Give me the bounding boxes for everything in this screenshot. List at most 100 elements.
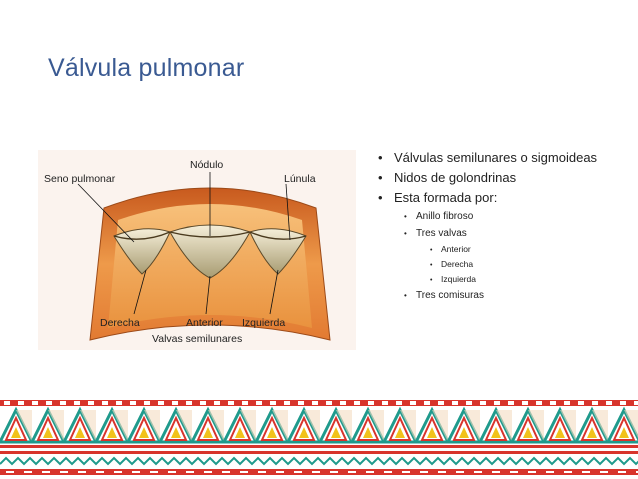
border-pattern-shape bbox=[528, 410, 544, 442]
bullet-item-level-3: • Derecha bbox=[378, 257, 597, 272]
border-pattern-shape bbox=[452, 401, 458, 405]
bullet-text: Anillo fibroso bbox=[416, 211, 474, 222]
border-pattern-shape bbox=[424, 401, 430, 405]
border-pattern-shape bbox=[272, 410, 288, 442]
border-pattern-shape bbox=[24, 471, 32, 473]
label-derecha: Derecha bbox=[100, 317, 140, 329]
border-pattern-shape bbox=[427, 427, 437, 438]
border-pattern-shape bbox=[356, 415, 380, 441]
border-pattern-shape bbox=[550, 401, 556, 405]
border-pattern-shape bbox=[80, 410, 96, 442]
border-pattern-shape bbox=[107, 427, 117, 438]
bullet-dot-icon: • bbox=[378, 150, 383, 165]
border-pattern-shape bbox=[456, 471, 464, 473]
border-pattern-shape bbox=[96, 471, 104, 473]
border-pattern-shape bbox=[256, 401, 262, 405]
border-pattern-shape bbox=[410, 401, 416, 405]
border-pattern-shape bbox=[438, 401, 444, 405]
bullet-dot-icon: • bbox=[404, 229, 407, 238]
border-pattern-shape bbox=[492, 471, 500, 473]
bullet-item-level-2: • Tres valvas bbox=[378, 225, 597, 242]
border-pattern-shape bbox=[158, 401, 164, 405]
border-pattern-shape bbox=[60, 471, 68, 473]
border-pattern-shape bbox=[75, 427, 85, 438]
border-pattern-shape bbox=[619, 427, 629, 438]
border-pattern-shape bbox=[132, 415, 156, 441]
border-pattern-shape bbox=[144, 401, 150, 405]
border-pattern-shape bbox=[304, 410, 320, 442]
border-pattern-shape bbox=[491, 427, 501, 438]
border-pattern-shape bbox=[600, 471, 608, 473]
border-pattern-shape bbox=[116, 401, 122, 405]
bullet-dot-icon: • bbox=[404, 291, 407, 300]
label-seno-pulmonar: Seno pulmonar bbox=[44, 173, 116, 185]
border-pattern-shape bbox=[48, 410, 64, 442]
border-pattern-shape bbox=[326, 401, 332, 405]
border-pattern-shape bbox=[240, 471, 248, 473]
border-pattern-shape bbox=[4, 401, 10, 405]
border-pattern-shape bbox=[88, 401, 94, 405]
border-pattern-shape bbox=[523, 427, 533, 438]
border-pattern-shape bbox=[348, 471, 356, 473]
border-pattern-shape bbox=[36, 415, 60, 441]
border-pattern-shape bbox=[78, 471, 86, 473]
border-pattern-shape bbox=[382, 401, 388, 405]
border-pattern-shape bbox=[438, 471, 446, 473]
border-pattern-shape bbox=[46, 401, 52, 405]
border-pattern-shape bbox=[536, 401, 542, 405]
bullet-dot-icon: • bbox=[378, 170, 383, 185]
bullet-item-level-3: •Anterior bbox=[378, 242, 597, 257]
border-pattern-shape bbox=[592, 401, 598, 405]
border-pattern-shape bbox=[68, 415, 92, 441]
border-pattern-shape bbox=[292, 415, 316, 441]
border-pattern-shape bbox=[196, 415, 220, 441]
decorative-border bbox=[0, 398, 638, 479]
border-pattern-shape bbox=[480, 401, 486, 405]
border-pattern-shape bbox=[139, 427, 149, 438]
border-pattern-shape bbox=[294, 471, 302, 473]
border-pattern-shape bbox=[432, 410, 448, 442]
border-pattern-shape bbox=[336, 410, 352, 442]
border-pattern-shape bbox=[284, 401, 290, 405]
label-nodulo: Nódulo bbox=[190, 159, 223, 171]
border-pattern-shape bbox=[150, 471, 158, 473]
border-pattern-shape bbox=[494, 401, 500, 405]
border-pattern-shape bbox=[330, 471, 338, 473]
bullet-text: Tres valvas bbox=[416, 228, 467, 239]
border-pattern-shape bbox=[186, 471, 194, 473]
border-pattern-shape bbox=[388, 415, 412, 441]
border-pattern-shape bbox=[402, 471, 410, 473]
border-pattern-shape bbox=[396, 401, 402, 405]
bullet-dot-icon: • bbox=[430, 262, 433, 269]
border-pattern-shape bbox=[368, 401, 374, 405]
border-pattern-shape bbox=[510, 471, 518, 473]
border-pattern-shape bbox=[204, 471, 212, 473]
border-pattern-shape bbox=[203, 427, 213, 438]
bullet-list: •Válvulas semilunares o sigmoideas•Nidos… bbox=[378, 148, 597, 304]
border-pattern-shape bbox=[624, 410, 638, 438]
border-pattern-shape bbox=[102, 401, 108, 405]
border-pattern-shape bbox=[546, 471, 554, 473]
border-pattern-shape bbox=[582, 471, 590, 473]
label-anterior: Anterior bbox=[186, 317, 223, 329]
border-pattern-shape bbox=[618, 471, 626, 473]
border-pattern-shape bbox=[43, 427, 53, 438]
border-pattern-shape bbox=[464, 410, 480, 442]
border-pattern-shape bbox=[222, 471, 230, 473]
border-pattern-shape bbox=[228, 415, 252, 441]
label-lunula: Lúnula bbox=[284, 173, 316, 185]
border-pattern-shape bbox=[144, 410, 160, 442]
border-pattern-shape bbox=[420, 471, 428, 473]
bullet-text: Válvulas semilunares o sigmoideas bbox=[394, 150, 598, 165]
border-pattern-shape bbox=[60, 401, 66, 405]
border-pattern-shape bbox=[200, 401, 206, 405]
border-pattern-shape bbox=[74, 401, 80, 405]
border-pattern-shape bbox=[164, 415, 188, 441]
border-pattern-shape bbox=[112, 410, 128, 442]
border-pattern-shape bbox=[312, 401, 318, 405]
border-pattern-shape bbox=[240, 410, 256, 442]
bullet-item-level-3: •Izquierda bbox=[378, 272, 597, 287]
border-pattern-shape bbox=[208, 410, 224, 442]
bullet-text: Derecha bbox=[441, 259, 474, 269]
border-pattern-shape bbox=[400, 410, 416, 442]
